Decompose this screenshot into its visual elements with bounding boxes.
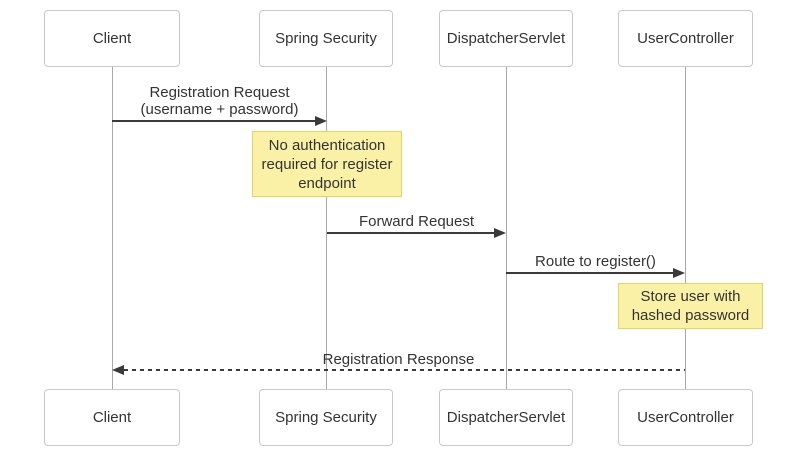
participant-label: UserController	[637, 409, 734, 426]
participant-box-dispatcher-servlet-top: DispatcherServlet	[439, 10, 573, 67]
note-store-user: Store user with hashed password	[618, 283, 763, 329]
message-line-route-to-register	[506, 272, 673, 274]
arrowhead-right-icon	[494, 228, 506, 238]
message-label-line2: (username + password)	[140, 101, 299, 118]
lifeline-user-controller	[684, 67, 686, 389]
participant-box-spring-security-bottom: Spring Security	[259, 389, 393, 446]
message-label-line1: Route to register()	[535, 253, 656, 270]
participant-box-dispatcher-servlet-bottom: DispatcherServlet	[439, 389, 573, 446]
arrowhead-right-icon	[315, 116, 327, 126]
participant-box-user-controller-bottom: UserController	[618, 389, 753, 446]
participant-box-user-controller-top: UserController	[618, 10, 753, 67]
lifeline-dispatcher-servlet	[505, 67, 507, 389]
message-label-line1: Registration Request	[149, 84, 290, 101]
participant-label: UserController	[637, 30, 734, 47]
participant-label: DispatcherServlet	[446, 30, 566, 47]
note-text: No authentication required for register …	[261, 136, 393, 192]
message-label-forward-request: Forward Request	[327, 213, 506, 230]
lifeline-client	[111, 67, 113, 389]
participant-box-spring-security-top: Spring Security	[259, 10, 393, 67]
participant-label: Spring Security	[275, 30, 377, 47]
message-line-forward-request	[327, 232, 494, 234]
message-label-registration-request: Registration Request (username + passwor…	[112, 84, 327, 118]
note-no-authentication: No authentication required for register …	[252, 131, 402, 197]
participant-box-client-top: Client	[44, 10, 180, 67]
message-label-route-to-register: Route to register()	[506, 253, 685, 270]
arrowhead-left-icon	[112, 365, 124, 375]
participant-label: Spring Security	[275, 409, 377, 426]
note-text: Store user with hashed password	[631, 288, 750, 324]
message-line-registration-response	[124, 369, 685, 371]
participant-label: Client	[92, 30, 132, 47]
participant-box-client-bottom: Client	[44, 389, 180, 446]
message-label-registration-response: Registration Response	[112, 351, 685, 368]
message-line-registration-request	[112, 120, 315, 122]
participant-label: DispatcherServlet	[446, 409, 566, 426]
message-label-line1: Forward Request	[358, 213, 475, 230]
lifeline-spring-security	[325, 67, 327, 389]
participant-label: Client	[92, 409, 132, 426]
arrowhead-right-icon	[673, 268, 685, 278]
message-label-line1: Registration Response	[322, 351, 475, 368]
